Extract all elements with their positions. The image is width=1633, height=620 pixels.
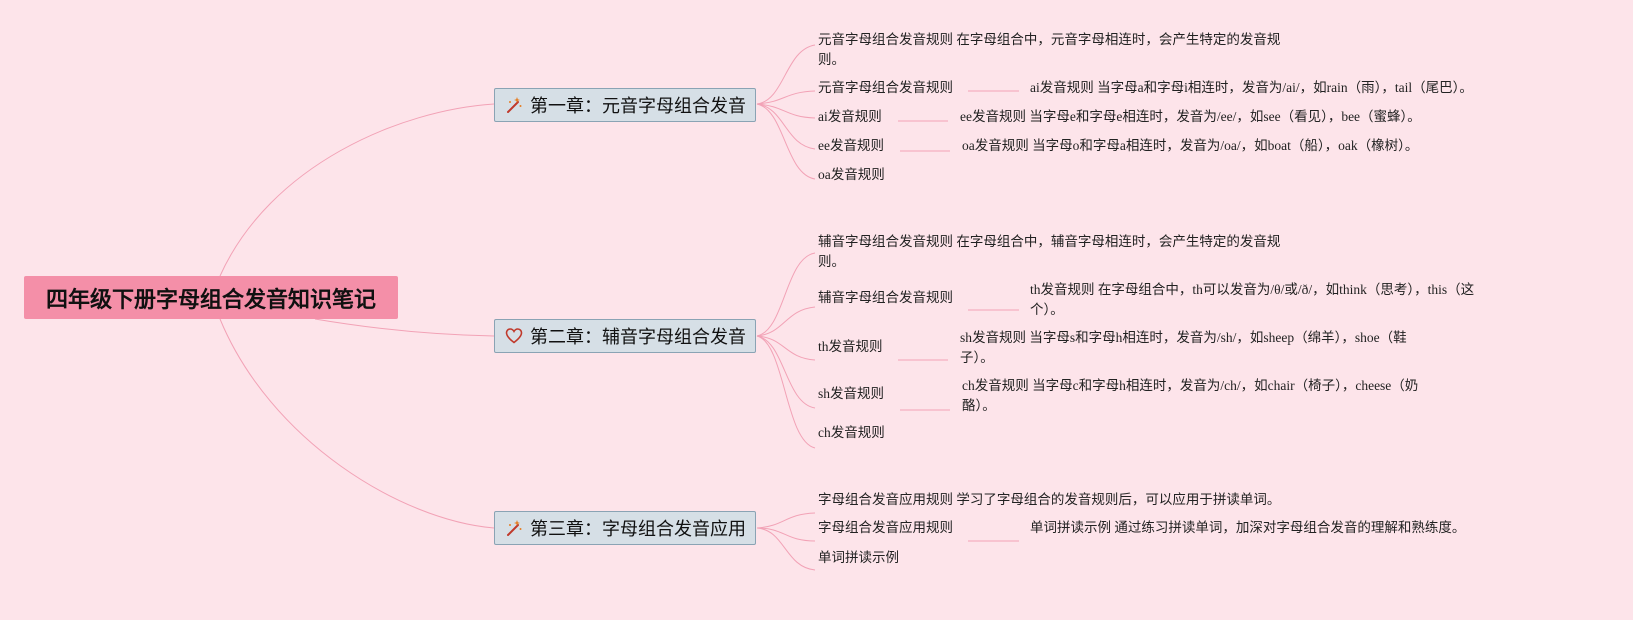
heart-icon bbox=[504, 326, 524, 346]
ch1-branch-item-1 bbox=[756, 90, 816, 105]
chapter-1-item-1[interactable]: 元音字母组合发音规则 bbox=[818, 80, 953, 95]
chapter-3-item-1[interactable]: 字母组合发音应用规则 bbox=[818, 520, 953, 535]
ch3-branch-item-1 bbox=[756, 527, 816, 542]
chapter-3-item-2[interactable]: 单词拼读示例 bbox=[818, 550, 899, 565]
magic-wand-icon bbox=[504, 95, 524, 115]
chapter-1-detail-1: ai发音规则 当字母a和字母i相连时，发音为/ai/，如rain（雨），tail… bbox=[1030, 80, 1473, 95]
chapter-1-item-2[interactable]: ai发音规则 bbox=[818, 109, 882, 124]
chapter-2-detail-1: th发音规则 在字母组合中，th可以发音为/θ/或/ð/，如think（思考），… bbox=[1030, 282, 1475, 317]
chapter-2-item-1[interactable]: 辅音字母组合发音规则 bbox=[818, 290, 953, 305]
ch1-branch-intro bbox=[756, 44, 816, 105]
chapter-2-node[interactable]: 第二章：辅音字母组合发音 bbox=[494, 319, 756, 353]
magic-wand-icon bbox=[504, 518, 524, 538]
ch2-branch-item-4 bbox=[756, 335, 816, 449]
ch1-branch-item-4 bbox=[756, 103, 816, 180]
ch2-branch-item-3 bbox=[756, 335, 816, 409]
root-topic[interactable]: 四年级下册字母组合发音知识笔记 bbox=[24, 276, 398, 319]
chapter-3-detail-1: 单词拼读示例 通过练习拼读单词，加深对字母组合发音的理解和熟练度。 bbox=[1030, 520, 1466, 535]
ch1-branch-item-3 bbox=[756, 103, 816, 150]
chapter-1-intro: 元音字母组合发音规则 在字母组合中，元音字母相连时，会产生特定的发音规则。 bbox=[818, 32, 1281, 67]
chapter-2-label: 第二章：辅音字母组合发音 bbox=[530, 327, 746, 347]
chapter-1-item-3[interactable]: ee发音规则 bbox=[818, 138, 884, 153]
chapter-2-item-3[interactable]: sh发音规则 bbox=[818, 386, 885, 401]
chapter-3-label: 第三章：字母组合发音应用 bbox=[530, 519, 746, 539]
ch1-branch-item-2 bbox=[756, 103, 816, 119]
chapter-2-detail-3: ch发音规则 当字母c和字母h相连时，发音为/ch/，如chair（椅子），ch… bbox=[962, 378, 1419, 413]
chapter-2-intro: 辅音字母组合发音规则 在字母组合中，辅音字母相连时，会产生特定的发音规则。 bbox=[818, 234, 1281, 269]
ch2-branch-item-1 bbox=[756, 306, 816, 337]
ch2-branch-intro bbox=[756, 252, 816, 337]
root-to-chapter-2-line bbox=[314, 318, 495, 337]
ch3-branch-item-2 bbox=[756, 527, 816, 571]
chapter-1-detail-2: ee发音规则 当字母e和字母e相连时，发音为/ee/，如see（看见），bee（… bbox=[960, 109, 1421, 124]
ch3-branch-intro bbox=[756, 512, 816, 529]
chapter-2-item-4[interactable]: ch发音规则 bbox=[818, 425, 885, 440]
chapter-1-item-4[interactable]: oa发音规则 bbox=[818, 167, 885, 182]
chapter-3-node[interactable]: 第三章：字母组合发音应用 bbox=[494, 511, 756, 545]
chapter-1-node[interactable]: 第一章：元音字母组合发音 bbox=[494, 88, 756, 122]
chapter-1-detail-3: oa发音规则 当字母o和字母a相连时，发音为/oa/，如boat（船），oak（… bbox=[962, 138, 1419, 153]
chapter-3-intro: 字母组合发音应用规则 学习了字母组合的发音规则后，可以应用于拼读单词。 bbox=[818, 492, 1281, 507]
root-to-chapter-3-line bbox=[219, 318, 495, 529]
root-to-chapter-1-line bbox=[219, 103, 495, 277]
root-title: 四年级下册字母组合发音知识笔记 bbox=[45, 286, 376, 312]
chapter-2-detail-2: sh发音规则 当字母s和字母h相连时，发音为/sh/，如sheep（绵羊），sh… bbox=[960, 330, 1407, 365]
chapter-2-item-2[interactable]: th发音规则 bbox=[818, 339, 883, 354]
chapter-1-label: 第一章：元音字母组合发音 bbox=[530, 96, 746, 116]
ch2-branch-item-2 bbox=[756, 335, 816, 361]
